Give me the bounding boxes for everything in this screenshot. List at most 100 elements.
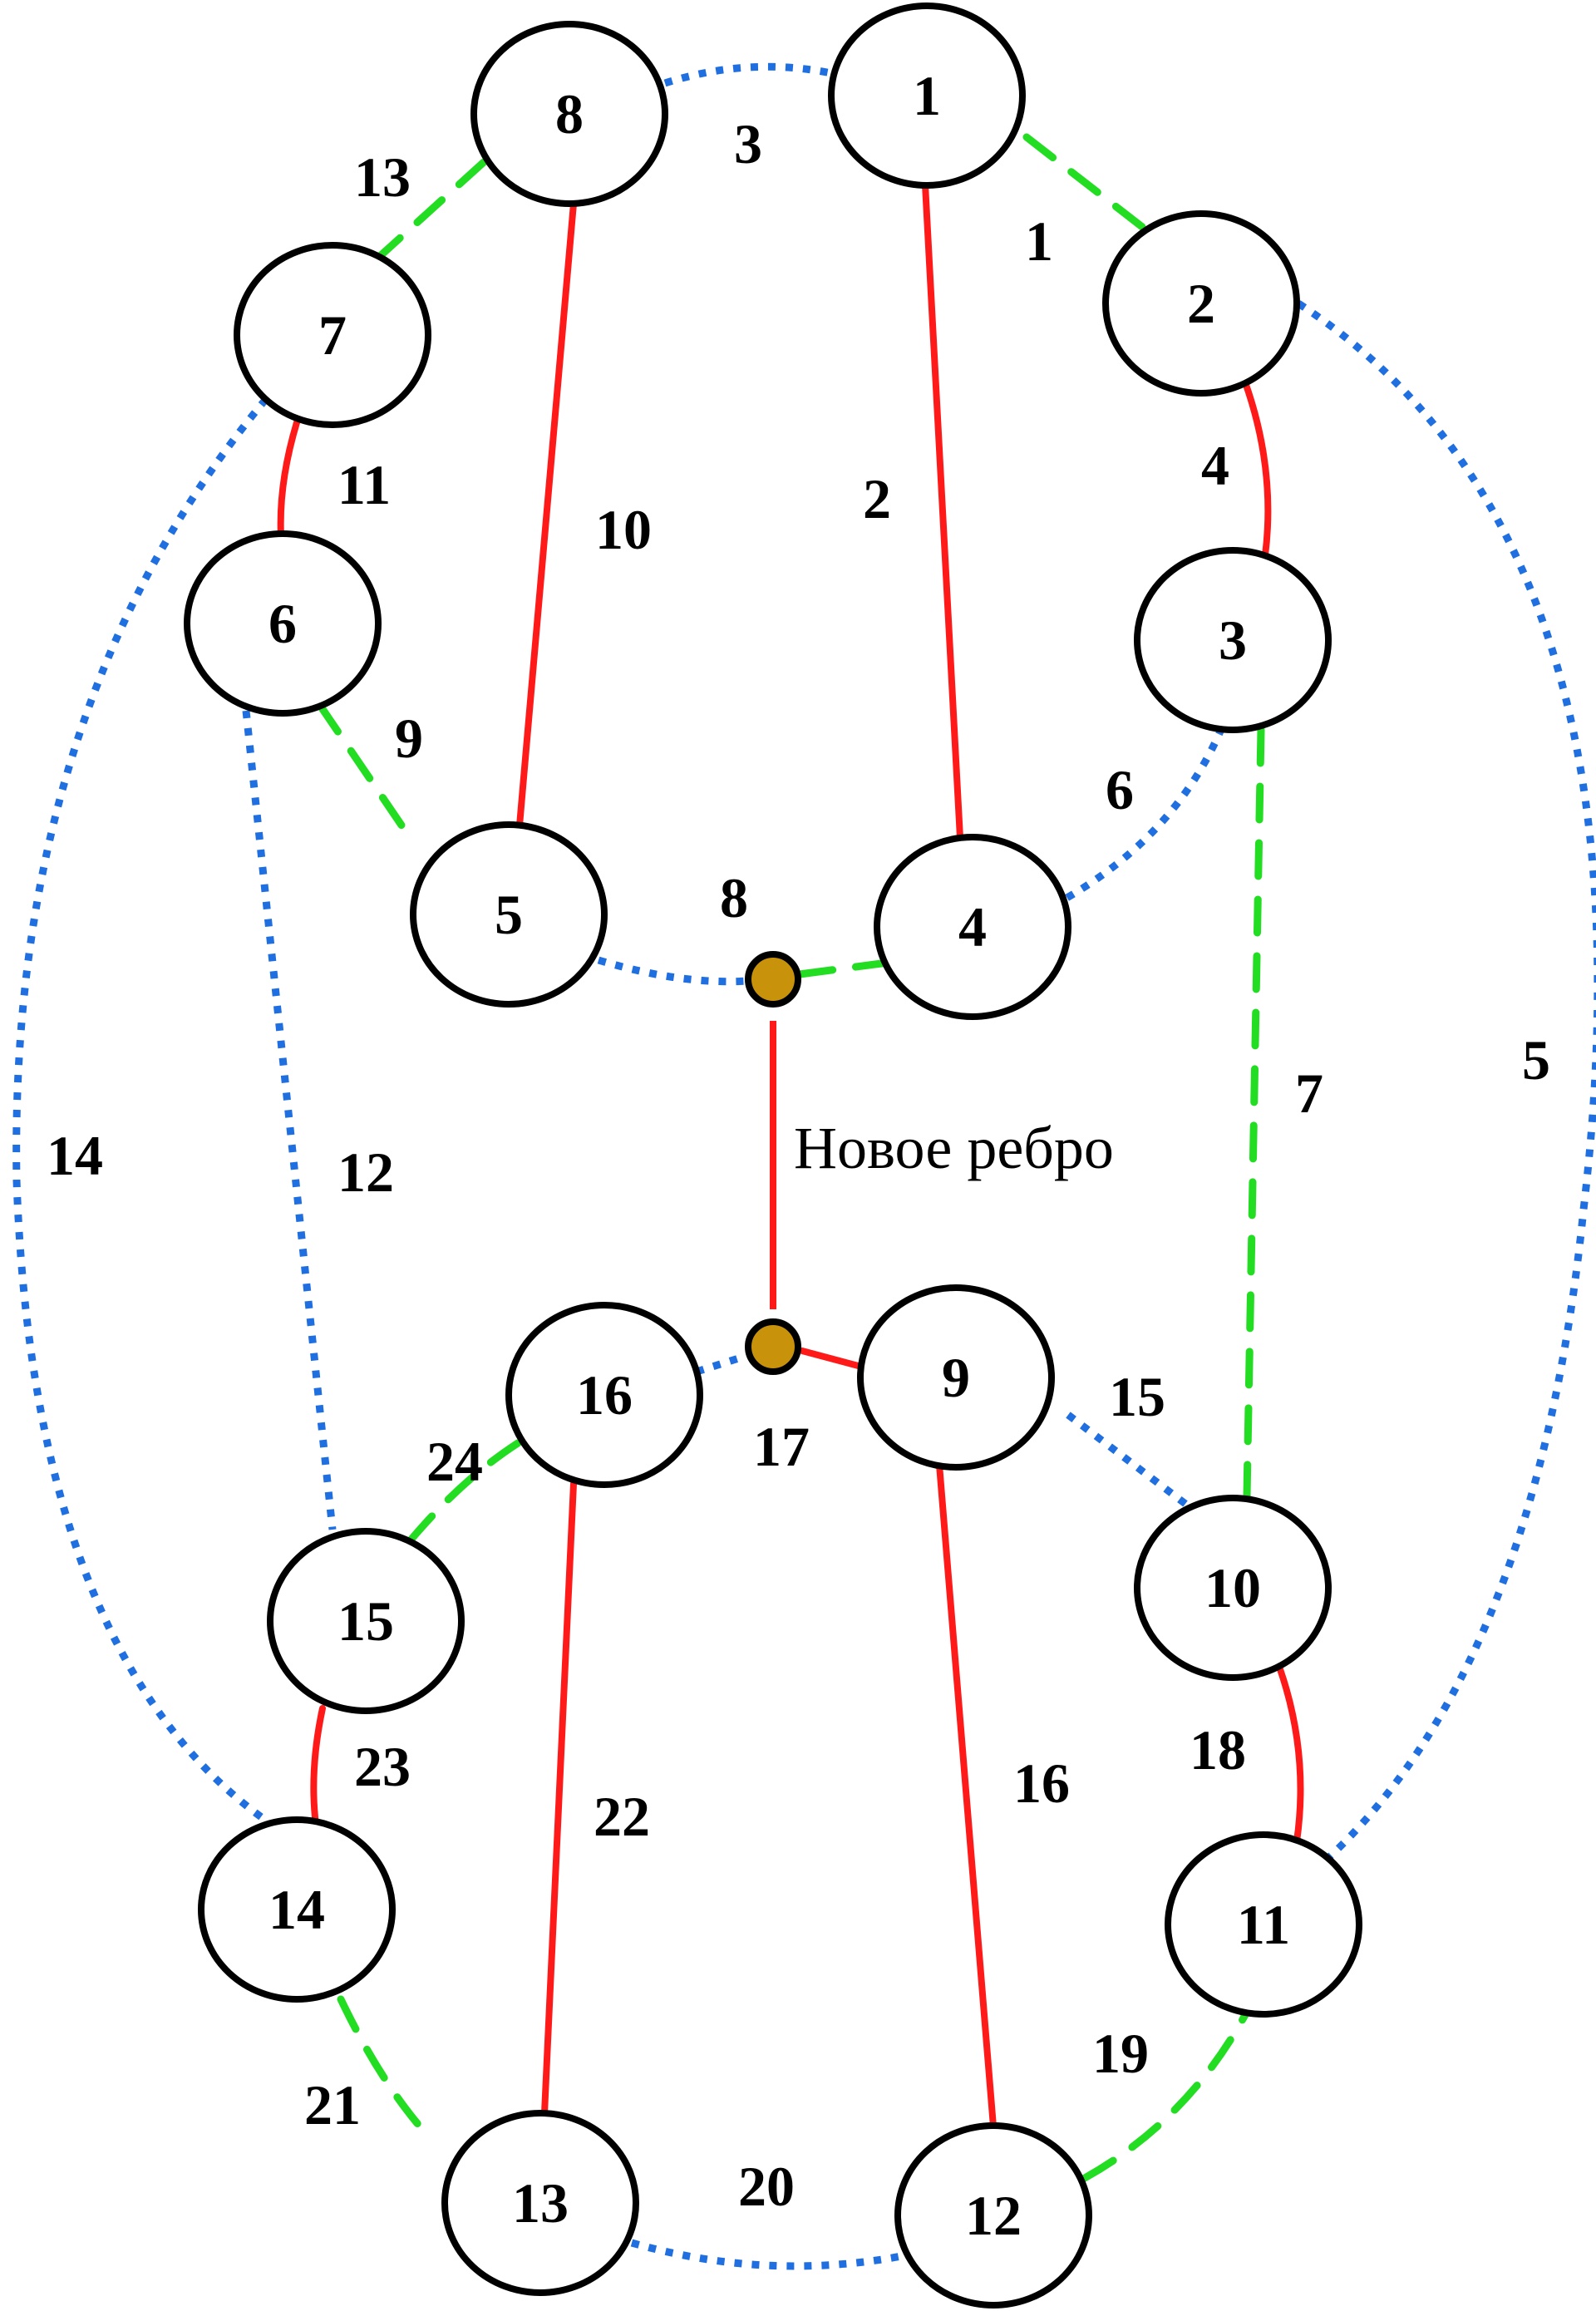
node-circle <box>505 1302 703 1488</box>
node-label: 5 <box>495 883 523 946</box>
edge-2-line <box>922 181 963 841</box>
node-label: 15 <box>337 1589 394 1653</box>
edge-13-line <box>374 158 488 262</box>
node-label: 9 <box>942 1346 970 1409</box>
edge-11-line <box>277 416 301 540</box>
edge-label-18: 18 <box>1190 1718 1246 1781</box>
edge-8-line <box>796 958 892 978</box>
edge-label-17: 17 <box>753 1415 810 1478</box>
edge-15 <box>1066 1412 1191 1510</box>
edge-24 <box>405 1439 522 1546</box>
edge-2 <box>922 181 963 841</box>
edge-14-line <box>12 397 269 1824</box>
edge-13 <box>374 158 488 262</box>
edge-10-line <box>516 200 577 829</box>
node-circle <box>234 242 431 428</box>
edge-18-line <box>1277 1666 1304 1845</box>
edge-label-12: 12 <box>337 1141 394 1204</box>
node-label: 12 <box>965 2184 1022 2247</box>
edge-7-line <box>1243 726 1265 1500</box>
node-circle <box>410 821 608 1008</box>
edge-8-line <box>597 956 749 986</box>
node-circle <box>894 2122 1092 2309</box>
edge-label-6: 6 <box>1106 758 1134 821</box>
edge-4-line <box>1242 379 1272 559</box>
node-label: 3 <box>1219 609 1247 672</box>
edge-17 <box>695 1348 868 1376</box>
node-10: 10 <box>1134 1495 1332 1681</box>
edge-4 <box>1242 379 1272 559</box>
edge-19 <box>1081 2008 1251 2182</box>
edge-7 <box>1243 726 1265 1500</box>
edge-9-line <box>315 700 411 838</box>
edge-label-13: 13 <box>354 145 411 209</box>
edge-label-8: 8 <box>720 866 748 929</box>
edge-label-1: 1 <box>1025 209 1053 273</box>
edge-18 <box>1277 1666 1304 1845</box>
node-label: 6 <box>268 592 297 655</box>
node-circle <box>828 2 1026 189</box>
node-8: 8 <box>470 21 668 207</box>
edge-22 <box>541 1481 577 2116</box>
node-3: 3 <box>1134 547 1332 733</box>
edge-21-line <box>337 1995 436 2145</box>
node-circle <box>1102 210 1300 397</box>
edge-15-line <box>1066 1412 1191 1510</box>
edge-label-3: 3 <box>734 112 762 175</box>
node-label: 4 <box>958 895 987 958</box>
node-label: 1 <box>913 64 941 127</box>
node-9: 9 <box>857 1284 1055 1471</box>
node-circle <box>184 530 382 717</box>
edge-23 <box>310 1705 326 1828</box>
edge-8 <box>597 956 892 986</box>
edge-label-20: 20 <box>738 2155 795 2218</box>
edge-16-line <box>936 1461 997 2130</box>
node-circle <box>1134 1495 1332 1681</box>
node-6: 6 <box>184 530 382 717</box>
new-edge-caption: Новое ребро <box>794 1115 1114 1181</box>
edge-6 <box>1062 726 1226 903</box>
node-15: 15 <box>267 1528 465 1714</box>
edge-label-2: 2 <box>863 467 891 530</box>
edge-23-line <box>310 1705 326 1828</box>
edge-label-16: 16 <box>1013 1752 1070 1815</box>
node-label: 7 <box>318 303 347 367</box>
edge-label-19: 19 <box>1092 2022 1149 2085</box>
edge-label-21: 21 <box>304 2073 361 2136</box>
node-circle <box>1134 547 1332 733</box>
node-4: 4 <box>874 834 1071 1020</box>
node-circle <box>1165 1831 1362 2018</box>
node-label: 10 <box>1204 1556 1261 1619</box>
node-circle <box>267 1528 465 1714</box>
junction-point-lower <box>745 1318 801 1375</box>
node-circle <box>857 1284 1055 1471</box>
node-label: 16 <box>576 1363 633 1427</box>
node-2: 2 <box>1102 210 1300 397</box>
node-5: 5 <box>410 821 608 1008</box>
node-13: 13 <box>441 2110 639 2296</box>
node-circle <box>874 834 1071 1020</box>
edge-label-11: 11 <box>337 453 391 516</box>
edge-label-23: 23 <box>354 1735 411 1798</box>
edge-label-9: 9 <box>395 707 423 770</box>
edge-11 <box>277 416 301 540</box>
junction-point-upper <box>745 951 801 1008</box>
edge-label-14: 14 <box>47 1124 103 1187</box>
edge-label-4: 4 <box>1201 434 1229 497</box>
edge-17-line <box>695 1353 746 1376</box>
edge-1-line <box>1022 133 1150 234</box>
edge-14 <box>12 397 269 1824</box>
node-11: 11 <box>1165 1831 1362 2018</box>
node-circle <box>198 1816 396 2003</box>
edge-label-10: 10 <box>595 498 652 561</box>
edge-5 <box>1296 300 1596 1861</box>
node-label: 2 <box>1187 272 1215 335</box>
node-label: 11 <box>1237 1893 1290 1956</box>
edge-label-7: 7 <box>1295 1062 1323 1125</box>
edge-20 <box>630 2239 907 2270</box>
edge-20-line <box>630 2239 907 2270</box>
edge-10 <box>516 200 577 829</box>
edge-12-line <box>242 710 337 1530</box>
edge-3-line <box>663 62 832 87</box>
edge-16 <box>936 1461 997 2130</box>
